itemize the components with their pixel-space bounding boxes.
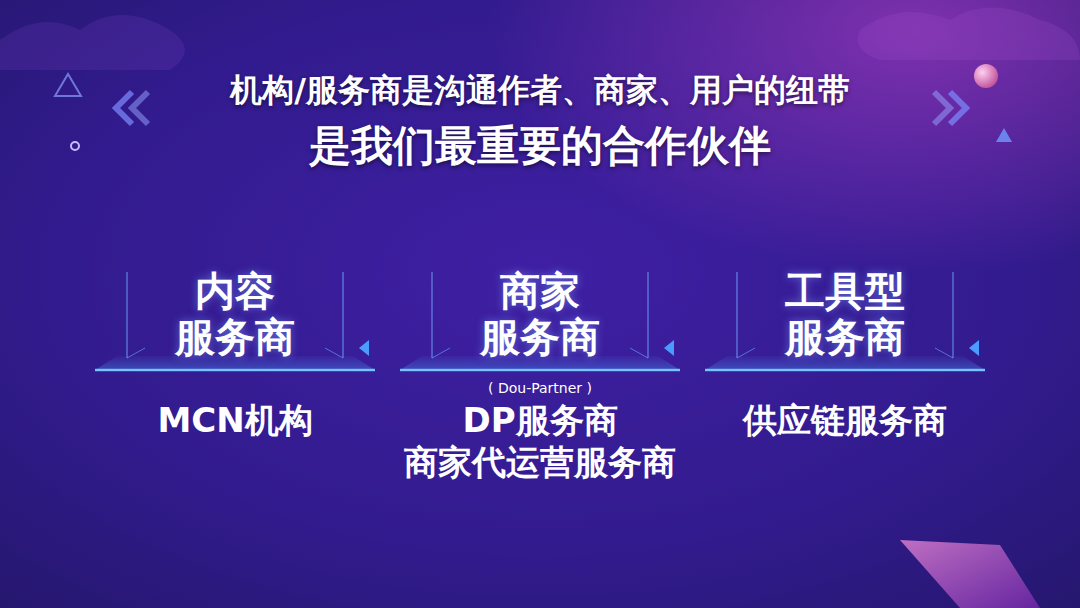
category-heading: 工具型 服务商 [780,268,910,360]
provider-type: 商家代运营服务商 [390,442,690,482]
title-block: 机构/服务商是沟通作者、商家、用户的纽带是我们最重要的合作伙伴 [0,68,1080,172]
provider-panel: 工具型 服务商供应链服务商 [695,262,995,440]
provider-type: DP服务商 [390,400,690,440]
subtitle: 是我们最重要的合作伙伴 [0,120,1080,172]
category-heading: 内容 服务商 [170,268,300,360]
provider-panel: 内容 服务商 MCN机构 [85,262,385,440]
category-heading: 商家 服务商 [475,268,605,360]
provider-type: 供应链服务商 [695,400,995,440]
provider-panel: 商家 服务商 ( Dou-Partner ) DP服务商商家代运营服务商 [390,262,690,482]
english-note: ( Dou-Partner ) [390,379,690,397]
provider-type: MCN机构 [85,400,385,440]
slide-title: 机构/服务商是沟通作者、商家、用户的纽带 [0,68,1080,112]
